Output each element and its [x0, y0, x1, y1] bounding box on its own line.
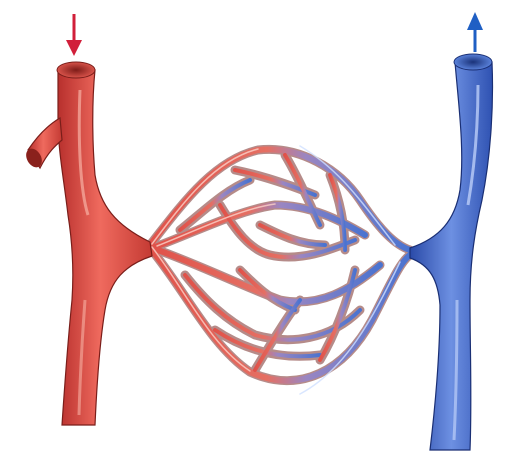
- arrow-up-icon: [467, 12, 483, 52]
- arteriole: [23, 62, 152, 425]
- venule: [410, 54, 493, 450]
- capillary-network: [150, 146, 410, 394]
- arteriole-opening: [57, 62, 95, 78]
- arteriole-vessel: [58, 70, 152, 425]
- venule-vessel: [410, 62, 493, 450]
- venule-opening: [454, 54, 492, 70]
- arrow-down-icon: [66, 14, 82, 56]
